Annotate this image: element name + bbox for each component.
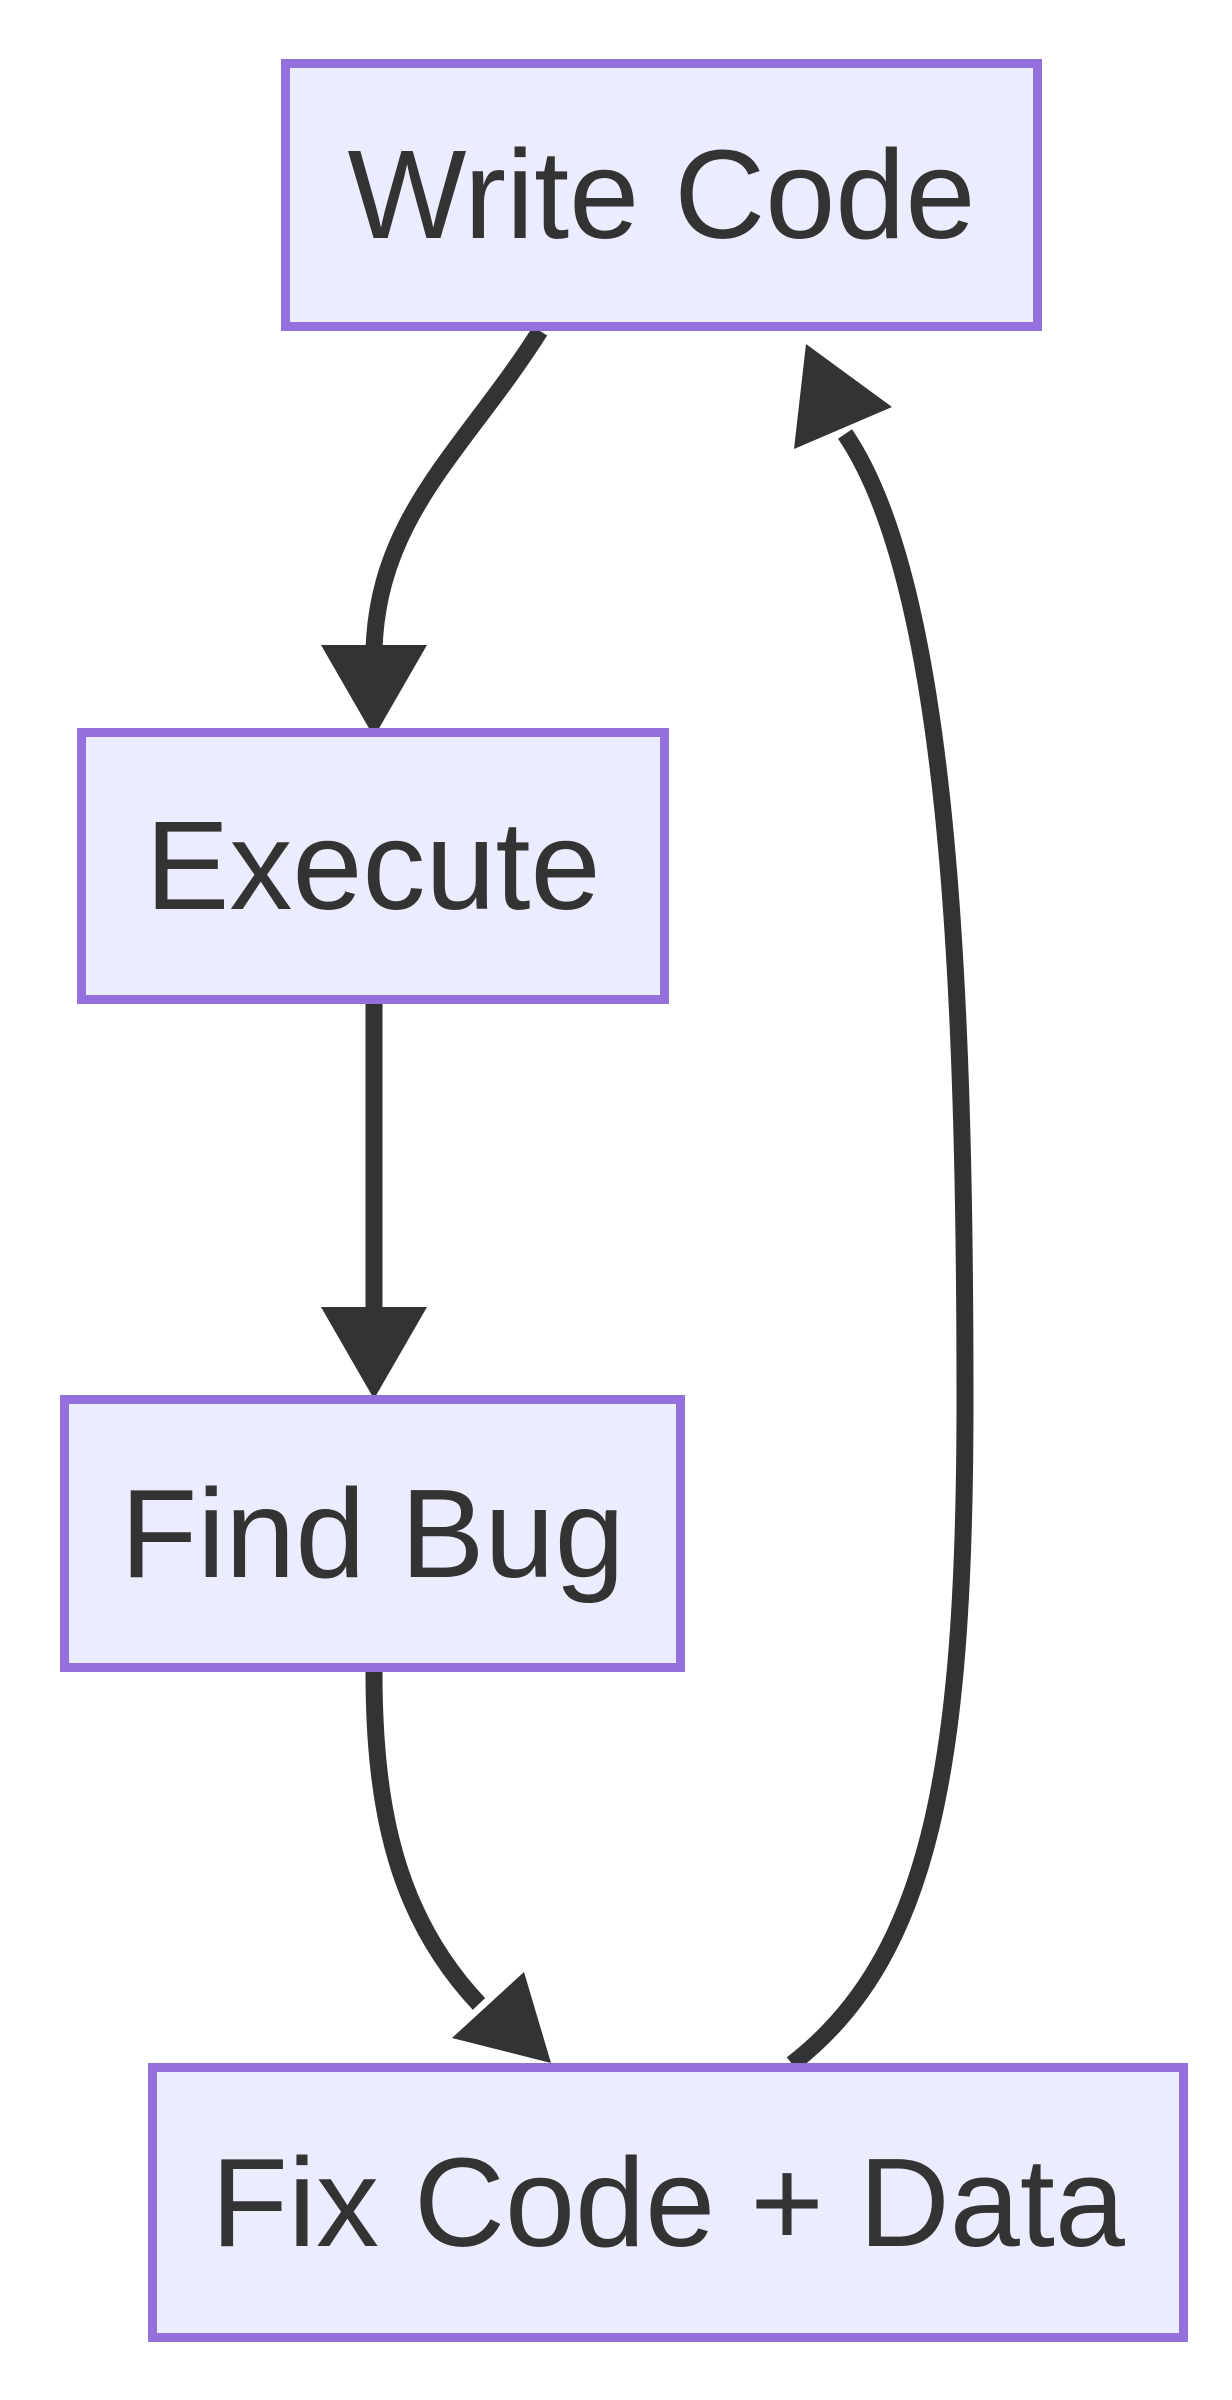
node-find-bug-label: Find Bug — [120, 1462, 625, 1604]
node-write-code-label: Write Code — [347, 124, 976, 265]
edge-find-bug-to-fix-code-data — [365, 1671, 486, 2010]
node-execute: Execute — [77, 728, 669, 1004]
edge-write-code-to-execute — [365, 326, 548, 651]
node-execute-label: Execute — [145, 795, 601, 936]
edge-fix-code-data-to-write-code — [786, 429, 974, 2071]
arrowhead-into-execute — [321, 645, 427, 737]
node-write-code: Write Code — [281, 59, 1042, 331]
arrowhead-into-write-code — [794, 344, 892, 449]
node-find-bug: Find Bug — [60, 1395, 685, 1672]
node-fix-code-data: Fix Code + Data — [148, 2063, 1188, 2342]
arrowhead-into-fix-code-data — [452, 1972, 551, 2063]
arrowhead-into-find-bug — [321, 1307, 427, 1399]
node-fix-code-data-label: Fix Code + Data — [211, 2131, 1125, 2273]
